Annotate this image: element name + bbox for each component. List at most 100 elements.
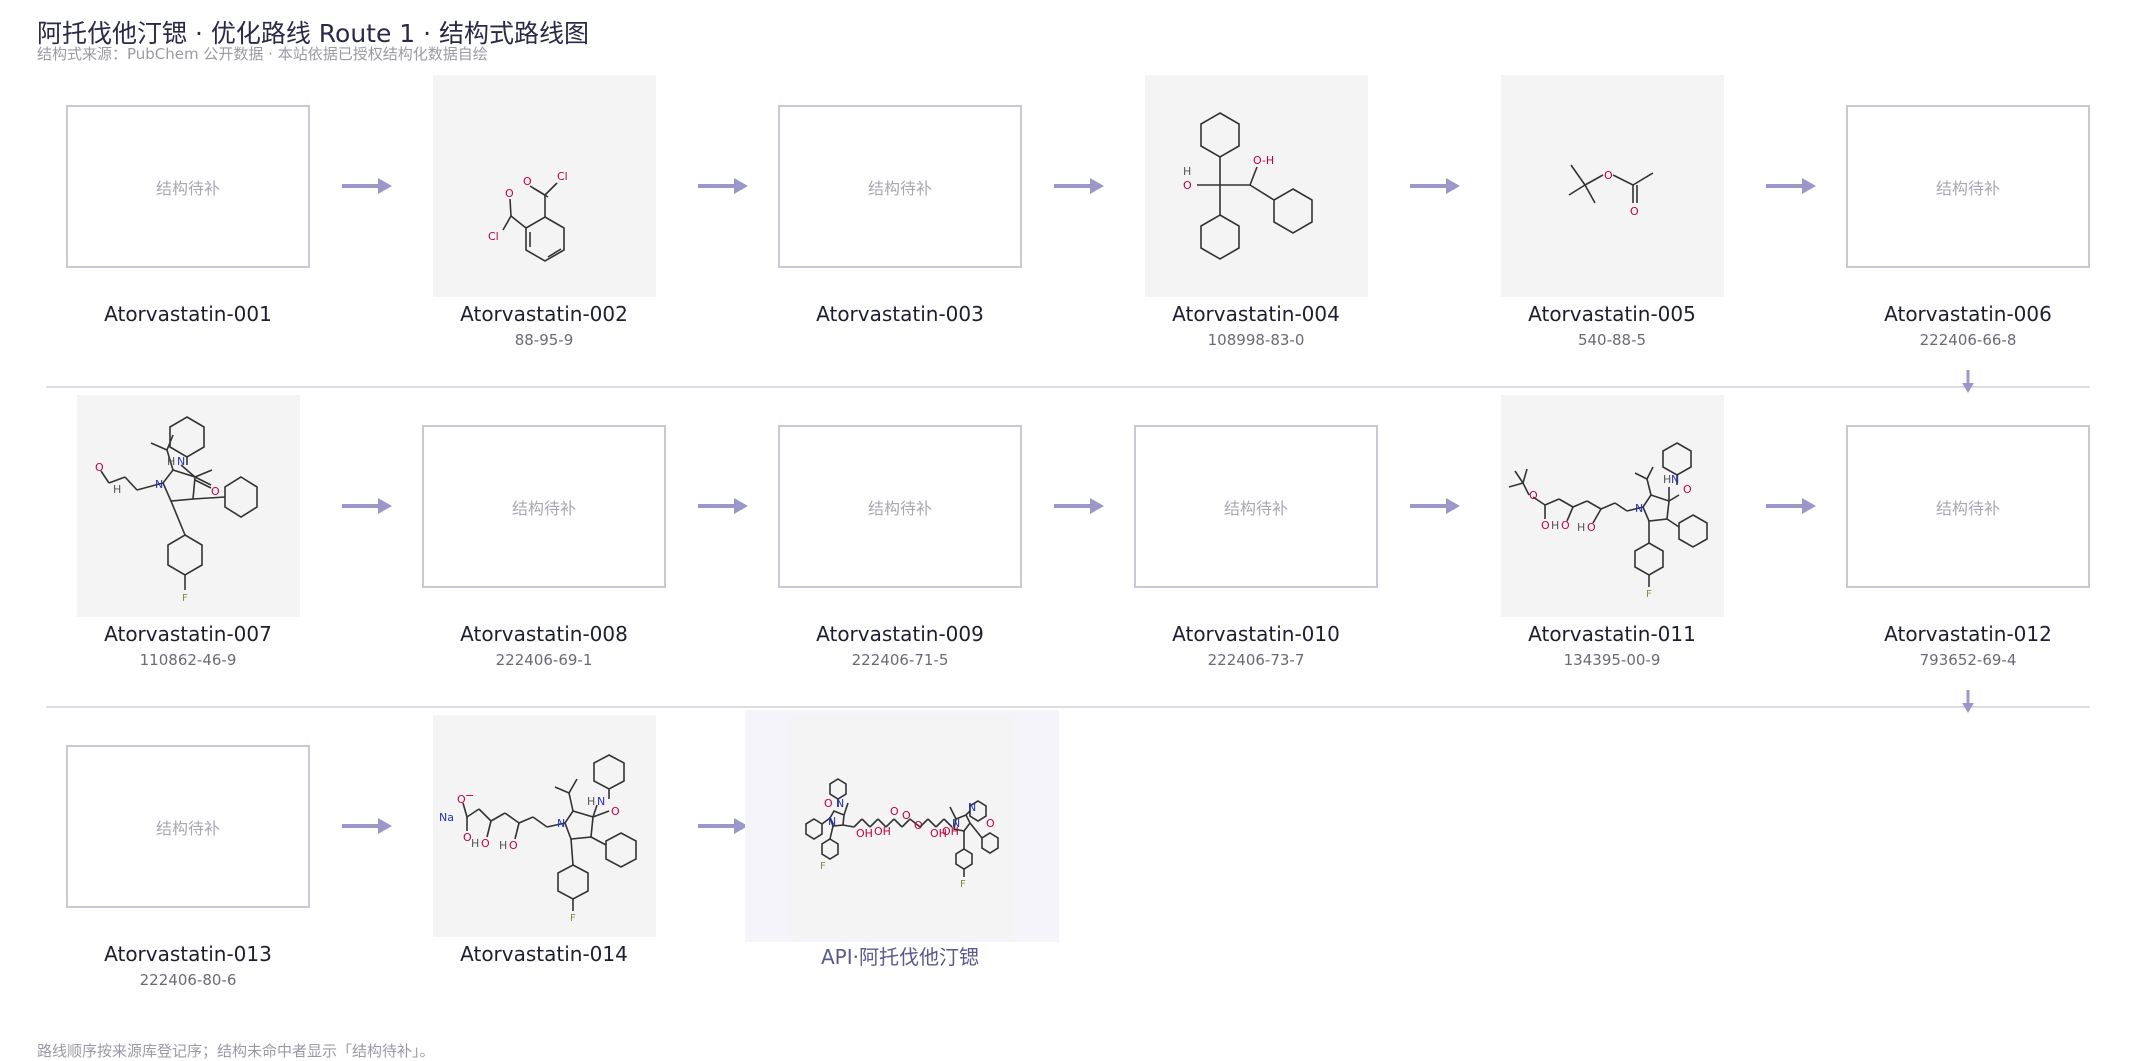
atom-h: H [1577, 521, 1585, 534]
atom-oh: OH [930, 827, 947, 840]
structure-placeholder-006: 结构待补 [1846, 105, 2090, 268]
row-separator [46, 706, 2090, 708]
route-arrow-icon [698, 178, 748, 194]
structure-placeholder-003: 结构待补 [778, 105, 1022, 268]
structure-image-004: O H O-H [1145, 75, 1368, 297]
node-name-003: Atorvastatin-003 [816, 302, 984, 326]
atom-o: O [1604, 169, 1613, 182]
atom-n: N [1635, 502, 1643, 515]
structure-image-api: N O N F OH OH O O O OH OH N N O F [790, 715, 1013, 937]
node-name-001: Atorvastatin-001 [104, 302, 272, 326]
node-name-012: Atorvastatin-012 [1884, 622, 2052, 646]
atom-h: H [587, 795, 595, 808]
atom-na: Na [439, 811, 454, 824]
atom-oh: O-H [1253, 154, 1274, 167]
atom-o: O [824, 797, 833, 810]
placeholder-label: 结构待补 [511, 498, 576, 518]
atom-n: N [1671, 473, 1679, 486]
route-arrow-icon [1054, 178, 1104, 194]
atom-n: N [155, 478, 163, 491]
node-cas-002: 88-95-9 [514, 331, 574, 349]
atom-o: O [1541, 519, 1550, 532]
atom-o: O [1630, 205, 1639, 218]
atom-h: H [1663, 473, 1671, 486]
node-cas-008: 222406-69-1 [495, 651, 593, 669]
wrap-down-arrow-icon [1962, 690, 1974, 713]
atom-o: O [211, 485, 220, 498]
atom-o: O [611, 805, 620, 818]
node-cas-004: 108998-83-0 [1207, 331, 1305, 349]
structure-placeholder-001: 结构待补 [66, 105, 310, 268]
molecule-011: H N O N O H O H O O F [1508, 442, 1708, 600]
route-arrow-icon [1410, 498, 1460, 514]
atom-o: O [1561, 519, 1570, 532]
wrap-down-arrow-icon [1962, 370, 1974, 393]
molecule-014: N H O N O H O H O O − Na F [439, 754, 637, 924]
molecule-005: O O [1568, 164, 1654, 218]
placeholder-label: 结构待补 [1935, 178, 2000, 198]
structure-image-007: N H O N O H F [77, 395, 300, 617]
atom-f: F [1646, 589, 1652, 600]
atom-o: O [986, 817, 995, 830]
placeholder-label: 结构待补 [1935, 498, 2000, 518]
node-cas-011: 134395-00-9 [1563, 651, 1661, 669]
atom-o: O [1587, 521, 1596, 534]
route-arrow-icon [698, 498, 748, 514]
atom-n: N [952, 817, 960, 830]
atom-o: O [902, 809, 911, 822]
node-name-007: Atorvastatin-007 [104, 622, 272, 646]
node-name-006: Atorvastatin-006 [1884, 302, 2052, 326]
atom-n: N [597, 795, 605, 808]
node-cas-006: 222406-66-8 [1919, 331, 2017, 349]
node-name-013: Atorvastatin-013 [104, 942, 272, 966]
route-arrow-icon [1766, 498, 1816, 514]
structure-placeholder-010: 结构待补 [1134, 425, 1378, 588]
route-arrow-icon [1054, 498, 1104, 514]
structure-placeholder-013: 结构待补 [66, 745, 310, 908]
atom-o: O [463, 831, 472, 844]
atom-n: N [968, 801, 976, 814]
node-name-008: Atorvastatin-008 [460, 622, 628, 646]
node-name-011: Atorvastatin-011 [1528, 622, 1696, 646]
atom-o: O [523, 175, 532, 188]
route-arrow-icon [698, 818, 748, 834]
route-arrow-icon [1766, 178, 1816, 194]
atom-o: O [95, 461, 104, 474]
structure-image-002: Cl O Cl O [433, 75, 656, 297]
structure-image-014: N H O N O H O H O O − Na F [433, 715, 656, 937]
route-arrow-icon [1410, 178, 1460, 194]
node-name-005: Atorvastatin-005 [1528, 302, 1696, 326]
node-name-010: Atorvastatin-010 [1172, 622, 1340, 646]
atom-o: O [914, 819, 923, 832]
structure-image-005: O O [1501, 75, 1724, 297]
atom-cl: Cl [557, 170, 568, 183]
atom-o: O [890, 805, 899, 818]
atom-o: O [1683, 483, 1692, 496]
atom-o: O [1183, 179, 1192, 192]
atom-f: F [182, 593, 188, 604]
node-name-014: Atorvastatin-014 [460, 942, 628, 966]
placeholder-label: 结构待补 [867, 498, 932, 518]
placeholder-label: 结构待补 [867, 178, 932, 198]
node-name-004: Atorvastatin-004 [1172, 302, 1340, 326]
page-title: 阿托伐他汀锶 · 优化路线 Route 1 · 结构式路线图 [37, 19, 590, 48]
atom-o: O [481, 837, 490, 850]
structure-placeholder-012: 结构待补 [1846, 425, 2090, 588]
atom-h: H [499, 839, 507, 852]
node-name-api: API·阿托伐他汀锶 [821, 945, 979, 969]
placeholder-label: 结构待补 [1223, 498, 1288, 518]
route-arrow-icon [342, 498, 392, 514]
molecule-api-dimer: N O N F OH OH O O O OH OH N N O F [805, 778, 999, 890]
node-cas-009: 222406-71-5 [851, 651, 949, 669]
route-arrow-icon [342, 818, 392, 834]
placeholder-label: 结构待补 [155, 178, 220, 198]
row-separator [46, 386, 2090, 388]
atom-cl: Cl [488, 230, 499, 243]
atom-h: H [1183, 165, 1191, 178]
atom-o: O [509, 839, 518, 852]
node-cas-005: 540-88-5 [1577, 331, 1647, 349]
atom-charge: − [465, 789, 474, 802]
footer-note: 路线顺序按来源库登记序；结构未命中者显示「结构待补」。 [37, 1042, 435, 1060]
atom-n: N [828, 815, 836, 828]
node-cas-012: 793652-69-4 [1919, 651, 2017, 669]
